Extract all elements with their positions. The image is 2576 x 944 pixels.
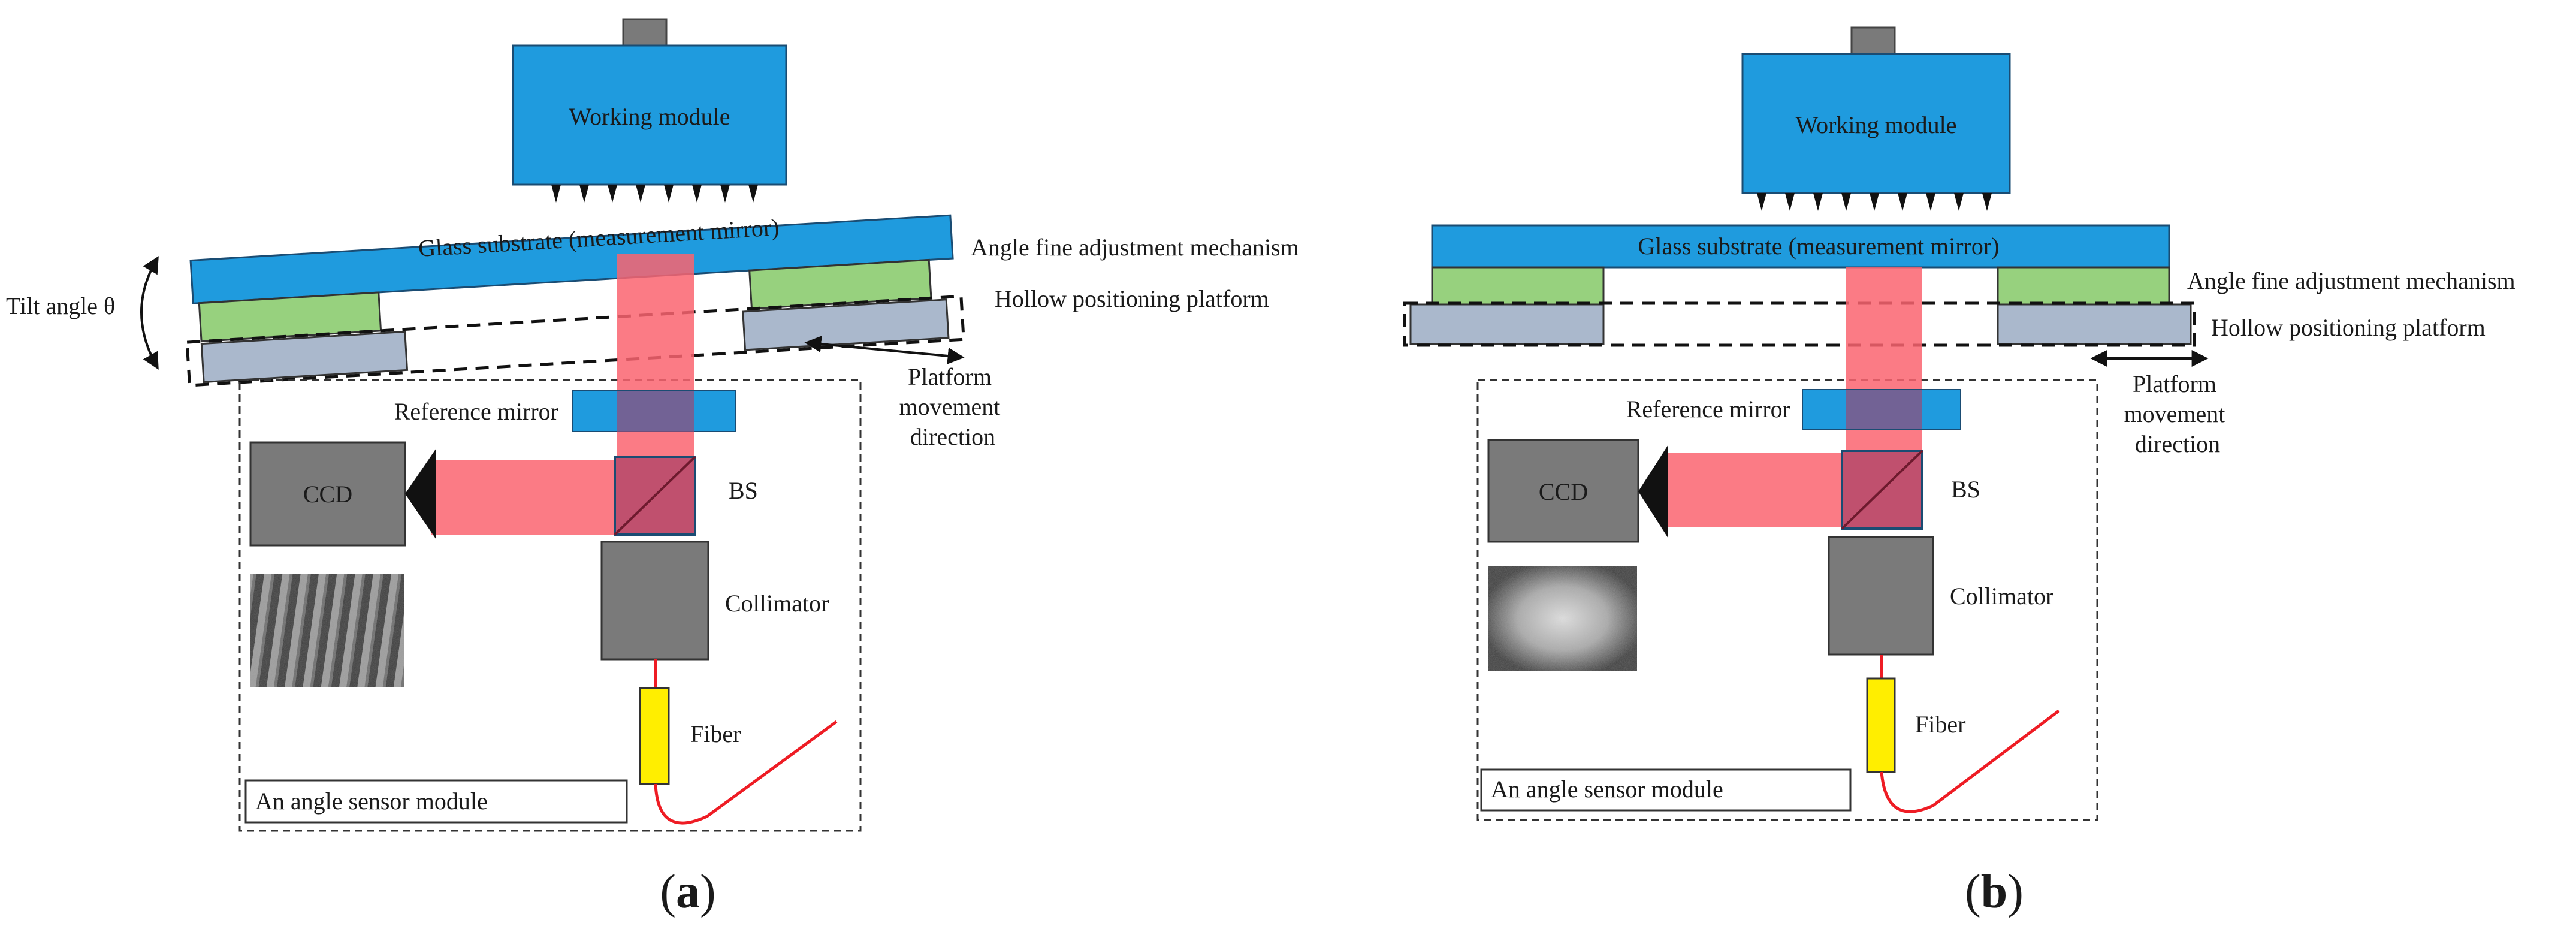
fiber-connector bbox=[1866, 677, 1896, 773]
ccd-lens bbox=[1638, 445, 1668, 538]
platform-movement-arrow bbox=[804, 336, 965, 364]
ccd-label: CCD bbox=[303, 481, 352, 508]
hollow-platform-outline bbox=[1403, 301, 2196, 347]
fiber-label: Fiber bbox=[1915, 711, 1965, 738]
collimator bbox=[1828, 536, 1934, 656]
fiber-label: Fiber bbox=[690, 720, 741, 747]
caption-b: (b) bbox=[1965, 865, 2024, 918]
platform-block-right bbox=[1997, 303, 2192, 345]
glass-substrate bbox=[1431, 224, 2170, 269]
fiber-connector bbox=[639, 687, 670, 785]
sensor-module-label: An angle sensor module bbox=[255, 788, 488, 815]
ccd-camera bbox=[1487, 439, 1639, 543]
platform-movement-label: Platform movement direction bbox=[899, 363, 1007, 450]
nozzle-row bbox=[551, 185, 758, 203]
reference-mirror-label: Reference mirror bbox=[394, 398, 558, 425]
tilted-assembly bbox=[185, 214, 965, 387]
working-module-top-cap bbox=[1850, 26, 1896, 58]
working-module-box bbox=[512, 44, 787, 186]
angle-fine-adjustment-label: Angle fine adjustment mechanism bbox=[971, 234, 1299, 261]
panel-a: Working module Glass substrate (measurem… bbox=[6, 18, 1299, 918]
adjust-block-right bbox=[1997, 266, 2170, 307]
ccd-lens bbox=[405, 448, 436, 539]
caption-a: (a) bbox=[660, 865, 715, 918]
speckle-image bbox=[1488, 566, 1637, 671]
working-module-label: Working module bbox=[1796, 111, 1957, 138]
nozzle-row bbox=[1757, 193, 1992, 211]
adjust-block-left bbox=[198, 291, 382, 343]
sensor-module-label: An angle sensor module bbox=[1491, 776, 1723, 803]
horizontal-beam bbox=[1667, 453, 1844, 527]
angle-fine-adjustment-label: Angle fine adjustment mechanism bbox=[2187, 267, 2515, 294]
panel-b: Working module Glass substrate (measurem… bbox=[1403, 26, 2515, 918]
reference-mirror-beam-overlap bbox=[1846, 390, 1922, 429]
bs-label: BS bbox=[729, 477, 758, 504]
horizontal-beam bbox=[431, 460, 616, 535]
glass-substrate bbox=[189, 214, 954, 304]
bs-label: BS bbox=[1951, 476, 1980, 503]
working-module-top-cap bbox=[622, 18, 668, 49]
collimator-label: Collimator bbox=[1950, 583, 2053, 610]
sensor-module-label-box bbox=[244, 779, 628, 824]
adjust-block-left bbox=[1431, 266, 1605, 307]
sensor-module-label-box bbox=[1480, 768, 1852, 812]
sensor-module-boundary bbox=[1476, 379, 2098, 821]
fiber-cable bbox=[654, 720, 838, 825]
fringe-image bbox=[250, 574, 404, 687]
reference-mirror-beam-overlap bbox=[617, 391, 694, 432]
working-module-label: Working module bbox=[569, 103, 730, 130]
hollow-platform-label: Hollow positioning platform bbox=[2211, 314, 2486, 341]
hollow-platform-label: Hollow positioning platform bbox=[995, 285, 1269, 312]
platform-movement-label: Platform movement direction bbox=[2124, 370, 2231, 457]
beam-splitter-diagonal bbox=[614, 456, 696, 536]
reference-mirror-label: Reference mirror bbox=[1626, 396, 1790, 423]
collimator-label: Collimator bbox=[725, 590, 829, 617]
fiber-cable bbox=[1880, 710, 2060, 813]
beam-splitter-diagonal bbox=[1841, 450, 1923, 530]
collimator bbox=[600, 541, 709, 661]
platform-block-left bbox=[200, 330, 409, 384]
glass-substrate-label: Glass substrate (measurement mirror) bbox=[1638, 233, 1999, 260]
tilt-angle-label: Tilt angle θ bbox=[6, 292, 115, 319]
working-module-box bbox=[1741, 53, 2011, 194]
ccd-label: CCD bbox=[1539, 478, 1588, 505]
sensor-module-boundary bbox=[238, 379, 862, 832]
platform-block-left bbox=[1409, 303, 1605, 345]
tilt-angle-arrow bbox=[140, 256, 159, 370]
